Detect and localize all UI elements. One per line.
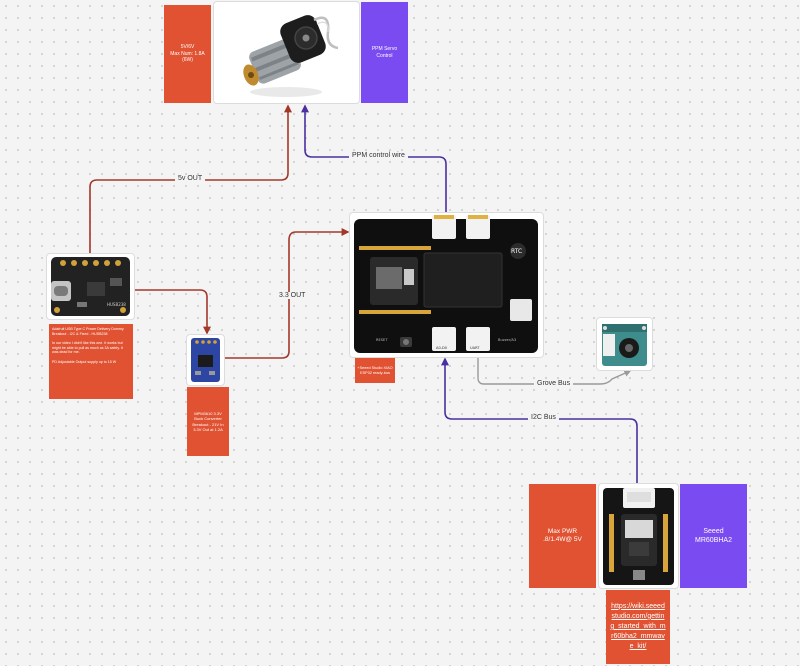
xiao-expansion-board-icon: RTC RESET A0-D0 UART Buzzer/A3	[354, 215, 538, 353]
pump-control-note: PPM Servo Control	[361, 2, 408, 103]
board-buzzer-label: Buzzer/A3	[498, 338, 516, 342]
label-i2c-bus: I2C Bus	[528, 414, 559, 421]
sensor-wiki-link[interactable]: https://wiki.seeedstudio.com/getting_sta…	[606, 590, 670, 664]
usb-c-board-icon: HUSB238	[51, 257, 130, 316]
rotary-angle-sensor-icon	[602, 324, 647, 366]
buck-converter-icon	[191, 338, 220, 382]
wire-i2c	[441, 357, 638, 484]
usb-pd-breakout-image: HUSB238	[47, 254, 134, 319]
sensor-name-note: Seeed MR60BHA2	[680, 484, 747, 588]
pump-image	[214, 2, 359, 103]
mr60bha2-image	[599, 484, 678, 588]
label-grove-bus: Grove Bus	[534, 380, 574, 387]
expansion-board-image: RTC RESET A0-D0 UART Buzzer/A3	[350, 213, 543, 357]
buck-converter-image	[187, 335, 224, 385]
usb-pd-breakout-note: Adafruit USB Type C Power Delivery Dummy…	[49, 324, 133, 399]
label-ppm: PPM control wire	[349, 152, 408, 159]
wire-charger-to-buck	[133, 289, 211, 335]
hub-note: +Seeed Studio XIAO ESP32 ready-bus	[355, 358, 395, 383]
label-5v-out: 5v OUT	[175, 175, 206, 182]
board-a0-label: A0-D0	[436, 346, 448, 350]
peristaltic-pump-icon	[243, 15, 339, 97]
board-uart-label: UART	[470, 346, 480, 350]
buck-converter-note: MPM3610 3.3V Buck Converter Breakout - 2…	[187, 387, 229, 456]
label-3v3-out: 3.3 OUT	[276, 292, 309, 299]
board-reset-label: RESET	[376, 338, 388, 342]
svg-text:HUSB238: HUSB238	[107, 302, 126, 307]
wire-ppm	[301, 104, 447, 213]
board-rtc-label: RTC	[511, 248, 522, 255]
sensor-power-note: Max PWR .8/1.4W@ 5V	[529, 484, 596, 588]
grove-rotary-image	[597, 318, 652, 370]
pump-power-note: 5V/6V Max Num: 1.8A (6W)	[164, 5, 211, 103]
mmwave-sensor-icon	[603, 488, 674, 585]
